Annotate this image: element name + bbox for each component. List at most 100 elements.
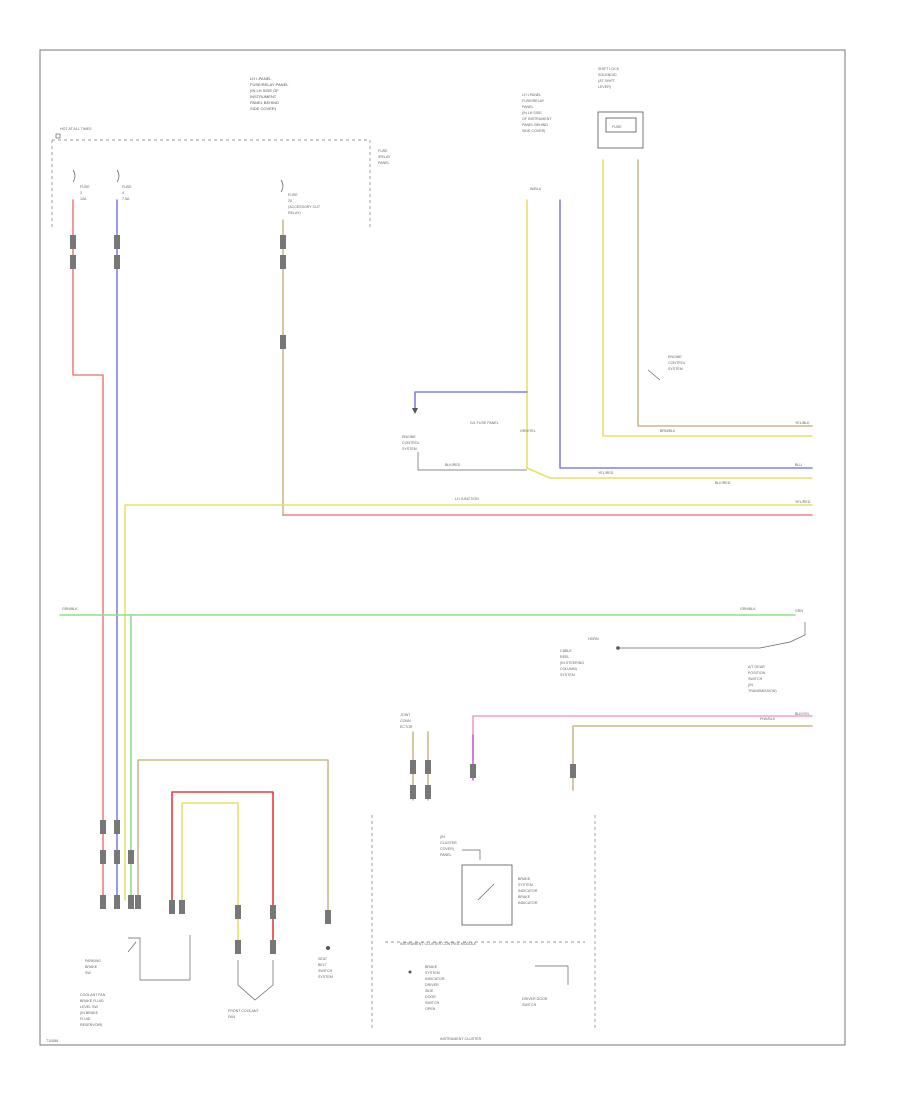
wire-pink-lower xyxy=(472,715,813,761)
svg-text:TRANSMISSION): TRANSMISSION) xyxy=(748,689,777,693)
joint-connector: JOINT CONN ECTOR xyxy=(400,713,431,801)
wire-yellow-loop xyxy=(181,802,239,946)
diagram-frame xyxy=(39,49,846,1046)
svg-text:(ACCESSORY CUT: (ACCESSORY CUT xyxy=(288,205,321,209)
shift-lock-module: SHIFT LOCK SOLENOID (AT SHIFT LEVER) FUS… xyxy=(597,67,644,149)
connector-row-bottom-left xyxy=(100,820,331,954)
wire-blue-branch xyxy=(414,391,528,413)
svg-text:YEL/RED: YEL/RED xyxy=(598,471,614,475)
svg-text:SYSTEM: SYSTEM xyxy=(518,883,533,887)
wire-yellow-upper xyxy=(526,199,813,479)
svg-text:BELT: BELT xyxy=(318,963,328,967)
svg-text:PNK/BLK: PNK/BLK xyxy=(760,717,776,721)
svg-text:OPEN: OPEN xyxy=(425,1007,436,1011)
horn-switch-label: HORN xyxy=(588,637,599,641)
cluster-right-label: DRIVER DOOR SWITCH xyxy=(522,997,548,1007)
svg-text:CONTROL: CONTROL xyxy=(668,361,686,365)
svg-text:INDICATOR: INDICATOR xyxy=(518,889,538,893)
mid-wire-labels: YEL/RED BLK/RED GRN/YEL BRN/BLK PNK/BLK xyxy=(520,429,776,721)
svg-text:LEVEL SW: LEVEL SW xyxy=(80,1005,98,1009)
svg-text:RESERVOIR): RESERVOIR) xyxy=(80,1023,102,1027)
svg-text:SIDE COVER): SIDE COVER) xyxy=(522,129,545,133)
svg-text:ENGINE: ENGINE xyxy=(668,355,682,359)
svg-text:LEVER): LEVER) xyxy=(598,85,611,89)
svg-text:JOINT: JOINT xyxy=(400,713,411,717)
svg-text:YEL/BLK: YEL/BLK xyxy=(795,421,810,425)
cluster-top-label: (IN CLUSTER COVER) PANEL xyxy=(440,835,457,857)
wire-tan-loop xyxy=(137,759,329,921)
fuse-c: FUSE 20 (ACCESSORY CUT RELAY) xyxy=(280,179,321,215)
svg-text:SYSTEM: SYSTEM xyxy=(425,971,440,975)
svg-text:PANEL: PANEL xyxy=(440,853,452,857)
svg-text:BRAKE: BRAKE xyxy=(518,877,531,881)
wire-strong-red-loop xyxy=(171,791,274,946)
engine-ctrl-upper: ENGINE CONTROL SYSTEM xyxy=(402,435,420,451)
upper-mid-box: LH I-PANEL FUSE/RELAY PANEL (IN LH SIDE … xyxy=(522,93,552,191)
svg-text:BRAKE: BRAKE xyxy=(425,965,438,969)
svg-text:(AT SHIFT: (AT SHIFT xyxy=(598,79,616,83)
svg-text:A/T GEAR: A/T GEAR xyxy=(748,665,765,669)
svg-text:FUSE: FUSE xyxy=(122,185,132,189)
splice-label: BLK/RED xyxy=(445,463,461,467)
wire-yellow-right xyxy=(602,159,813,437)
svg-text:ENGINE: ENGINE xyxy=(402,435,416,439)
svg-text:SIDE: SIDE xyxy=(425,989,434,993)
svg-text:SW: SW xyxy=(85,971,91,975)
svg-text:FUSE: FUSE xyxy=(612,125,622,129)
svg-text:YEL/RED: YEL/RED xyxy=(795,500,811,504)
svg-text:SWITCH: SWITCH xyxy=(425,1001,440,1005)
svg-text:/RELAY: /RELAY xyxy=(378,155,391,159)
svg-text:CLUSTER: CLUSTER xyxy=(440,841,457,845)
svg-text:BRN/BLK: BRN/BLK xyxy=(660,429,676,433)
svg-text:PARKING: PARKING xyxy=(85,959,101,963)
svg-text:(IN STEERING: (IN STEERING xyxy=(560,661,584,665)
svg-text:PANEL BEHIND: PANEL BEHIND xyxy=(250,100,279,105)
svg-text:FUSE: FUSE xyxy=(378,149,388,153)
svg-text:SIDE COVER): SIDE COVER) xyxy=(250,106,277,111)
svg-text:SWITCH: SWITCH xyxy=(318,969,333,973)
svg-text:FUSE/RELAY PANEL: FUSE/RELAY PANEL xyxy=(250,82,289,87)
svg-text:PANEL BEHIND: PANEL BEHIND xyxy=(522,123,548,127)
cluster-control-module: INSTRUMENT CLUSTER CONTROL MODULE xyxy=(400,942,477,946)
corner-label: T10088 xyxy=(46,1039,58,1043)
svg-text:CONTROL: CONTROL xyxy=(402,441,420,445)
svg-text:(IN LH SIDE: (IN LH SIDE xyxy=(522,111,542,115)
svg-text:BLK/RED: BLK/RED xyxy=(715,481,731,485)
svg-text:GRN/YEL: GRN/YEL xyxy=(520,429,536,433)
instrument-cluster: (IN CLUSTER COVER) PANEL BRAKE SYSTEM IN… xyxy=(371,815,596,1041)
svg-text:SYSTEM: SYSTEM xyxy=(402,447,417,451)
svg-text:INDICATOR: INDICATOR xyxy=(425,977,445,981)
svg-text:(IN BRAKE: (IN BRAKE xyxy=(80,1011,99,1015)
svg-text:PANEL: PANEL xyxy=(378,161,390,165)
svg-text:FAN: FAN xyxy=(228,1015,235,1019)
svg-text:DOOR: DOOR xyxy=(425,995,436,999)
svg-text:4: 4 xyxy=(122,191,124,195)
hot-at-all-times-label: HOT AT ALL TIMES xyxy=(60,127,92,131)
svg-text:(IN LH SIDE OF: (IN LH SIDE OF xyxy=(250,88,279,93)
brake-fluid-level-switch: COOLANT FAN BRAKE FLUID LEVEL SW (IN BRA… xyxy=(80,993,106,1027)
right-edge-labels: YEL/BLK BLU YEL/RED GRN BLK/YEL xyxy=(795,421,811,716)
parking-brake-switch: PARKING BRAKE SW xyxy=(85,935,191,981)
wire-tan-right xyxy=(637,159,813,427)
svg-text:HORN: HORN xyxy=(588,637,599,641)
svg-text:ECTOR: ECTOR xyxy=(400,725,413,729)
svg-text:COVER): COVER) xyxy=(440,847,454,851)
svg-text:FRONT COOLANT: FRONT COOLANT xyxy=(228,1009,259,1013)
fuse-box-top-left: HOT AT ALL TIMES LH I-PANEL FUSE/RELAY P… xyxy=(51,76,391,230)
cluster-caption: INSTRUMENT CLUSTER xyxy=(440,1037,482,1041)
svg-text:BLK/YEL: BLK/YEL xyxy=(795,712,810,716)
svg-text:CONN: CONN xyxy=(400,719,411,723)
svg-text:(IN: (IN xyxy=(440,835,445,839)
svg-text:COLUMN): COLUMN) xyxy=(560,667,577,671)
svg-text:LH I-PANEL: LH I-PANEL xyxy=(522,93,541,97)
fuse-a: FUSE 3 10A xyxy=(72,169,90,201)
gear-position-switch: A/T GEAR POSITION SWITCH (IN TRANSMISSIO… xyxy=(748,665,777,693)
svg-text:FUSE/RELAY: FUSE/RELAY xyxy=(522,99,545,103)
svg-text:20: 20 xyxy=(288,199,292,203)
fuse-b: FUSE 4 7.5A xyxy=(116,169,132,201)
svg-text:DRIVER: DRIVER xyxy=(425,983,439,987)
green-row-right-label: GRN/BLK xyxy=(740,607,756,611)
svg-text:PANEL: PANEL xyxy=(522,105,534,109)
seat-belt-switch: SEAT BELT SWITCH SYSTEM xyxy=(318,946,333,979)
